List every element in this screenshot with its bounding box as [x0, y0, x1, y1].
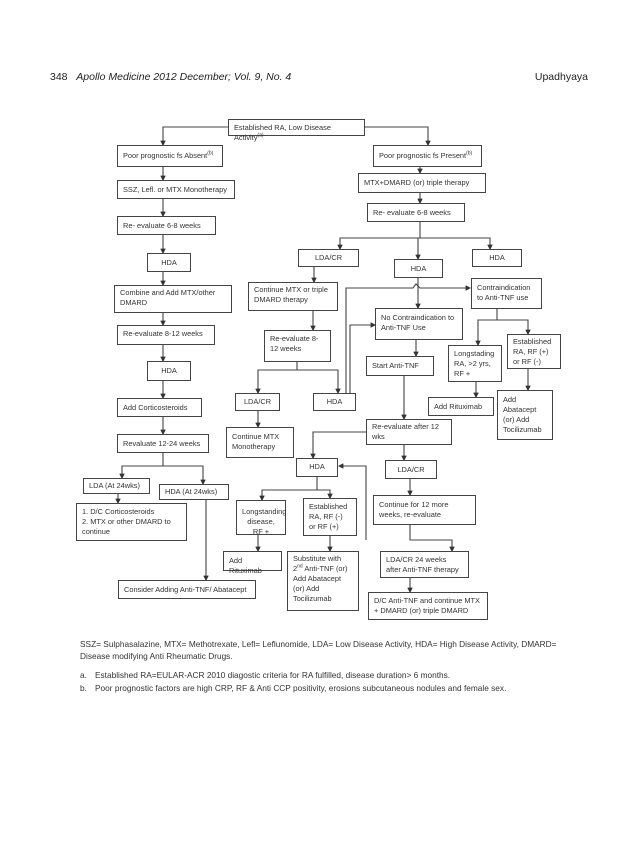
box-text: Anti-TNF (or) Add Abatacept (or) Add Toc… [293, 564, 348, 603]
box-lda-cr: LDA/CR [235, 393, 280, 411]
running-header: 348 Apollo Medicine 2012 December; Vol. … [50, 71, 291, 83]
footnote-ref: (b) [466, 150, 473, 157]
footnote-ref: (a) [257, 132, 264, 139]
box-add-corticosteroids: Add Corticosteroids [117, 398, 202, 417]
box-contraindication: Contraindication to Anti-TNF use [471, 278, 542, 309]
footnote-text: Established RA=EULAR-ACR 2010 diagostic … [95, 670, 451, 680]
box-reevaluate-left: Re- evaluate 6-8 weeks [117, 216, 216, 235]
box-consider-anti-tnf: Consider Adding Anti-TNF/ Abatacept [118, 580, 256, 599]
box-substitute-anti-tnf: Substitute with 2nd Anti-TNF (or) Add Ab… [287, 551, 359, 611]
page-number: 348 [50, 71, 68, 83]
footnote-label: a. [80, 670, 87, 680]
box-longstading-ra: Longstading RA, >2 yrs, RF + [448, 345, 502, 382]
box-reevaluate-12-wks: Re-evaluate after 12 wks [366, 419, 452, 445]
box-hda-24wks: HDA (At 24wks) [159, 484, 229, 500]
footnote-a: a. Established RA=EULAR-ACR 2010 diagosti… [80, 669, 560, 681]
box-hda: HDA [313, 393, 356, 411]
box-established-rf-2: Established RA, RF (-) or RF (+) [303, 498, 357, 536]
abbreviations-note: SSZ= Sulphasalazine, MTX= Methotrexate, … [80, 639, 557, 661]
box-prognostic-absent: Poor prognostic fs Absent(b) [117, 145, 223, 167]
box-text: Poor prognostic fs Present [379, 151, 467, 160]
box-longstanding-disease: Longstanding disease, RF + [236, 500, 286, 536]
box-hda: HDA [472, 249, 522, 267]
box-text: Established RA, Low Disease Activity [234, 123, 331, 142]
box-hda: HDA [394, 259, 443, 278]
box-combine-mtx: Combine and Add MTX/other DMARD [114, 285, 232, 313]
box-reevaluate-right: Re- evaluate 6-8 weeks [367, 203, 465, 222]
box-hda: HDA [296, 458, 338, 477]
footnote-text: Poor prognostic factors are high CRP, RF… [95, 683, 507, 693]
box-hda: HDA [147, 253, 191, 272]
footnote-b: b. Poor prognostic factors are high CRP, … [80, 682, 560, 694]
box-add-rituximab: Add Rituximab [223, 551, 282, 575]
box-start-anti-tnf: Start Anti-TNF [366, 356, 434, 376]
box-established-rf: Established RA, RF (+) or RF (-) [507, 334, 561, 369]
box-reevaluate-8-12-left: Re-evaluate 8-12 weeks [117, 325, 215, 345]
box-lda-cr: LDA/CR [298, 249, 359, 267]
box-add-abatacept: Add Abatacept (or) Add Tocilizumab [497, 390, 553, 440]
footnote-ref: (b) [207, 150, 214, 157]
box-dc-corticosteroids: 1. D/C Corticosteroids 2. MTX or other D… [76, 503, 187, 541]
box-revaluate-12-24: Revaluate 12-24 weeks [117, 434, 209, 453]
box-no-contraindication: No Contraindication to Anti-TNF Use [375, 308, 463, 340]
box-prognostic-present: Poor prognostic fs Present(b) [373, 145, 482, 167]
author-name: Upadhyaya [534, 71, 588, 83]
box-lda-cr: LDA/CR [385, 460, 437, 479]
box-ssz: SSZ, Lefl. or MTX Monotherapy [117, 180, 235, 199]
box-text: Substitute with 2 [293, 554, 342, 573]
box-lda-cr-24-weeks: LDA/CR 24 weeks after Anti-TNF therapy [380, 551, 469, 578]
box-dc-anti-tnf: D/C Anti-TNF and continue MTX + DMARD (o… [368, 592, 488, 620]
box-add-rituximab: Add Rituximab [428, 397, 494, 416]
box-text: Poor prognostic fs Absent [123, 151, 208, 160]
box-continue-mtx-triple: Continue MTX or triple DMARD therapy [248, 282, 338, 311]
box-continue-mtx-mono: Continue MTX Monotherapy [226, 427, 294, 458]
box-continue-12-more: Continue for 12 more weeks, re-evaluate [373, 495, 476, 525]
box-established-ra: Established RA, Low Disease Activity(a) [228, 119, 365, 142]
box-hda: HDA [147, 361, 191, 381]
journal-citation: Apollo Medicine 2012 December; Vol. 9, N… [76, 71, 292, 83]
footnote-label: b. [80, 683, 87, 693]
box-reevaluate-8-12-mid: Re-evaluate 8- 12 weeks [264, 330, 331, 362]
box-mtx-dmard: MTX+DMARD (or) triple therapy [358, 173, 486, 193]
box-lda-24wks: LDA (At 24wks) [83, 478, 150, 494]
superscript: nd [297, 563, 303, 570]
